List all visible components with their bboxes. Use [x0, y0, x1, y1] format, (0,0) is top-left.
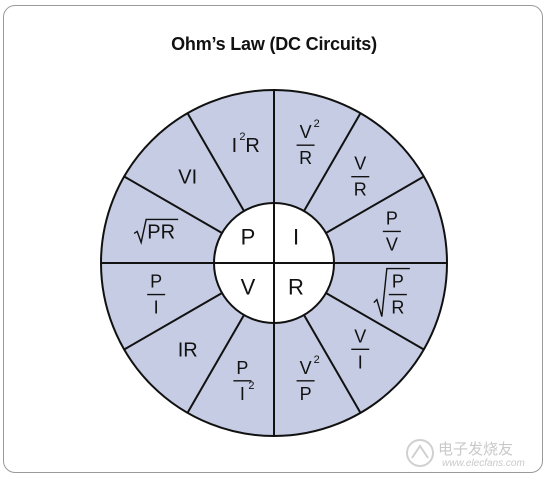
segment-divider [303, 314, 362, 414]
fraction-denominator: R [354, 180, 367, 200]
fraction-denominator: V [386, 234, 398, 254]
fraction-denominator: R [299, 148, 312, 168]
fraction-numerator: V [354, 154, 366, 174]
center-quantity-I: I [293, 225, 299, 250]
segment-label-IR: IR [178, 339, 198, 361]
watermark-text: 电子发烧友 [438, 440, 514, 458]
fraction-numerator: V [300, 358, 312, 378]
sqrt-sign [373, 267, 410, 317]
fraction-denominator: I [154, 298, 159, 318]
fraction-numerator: P [392, 272, 404, 292]
segment-text: PR [147, 221, 175, 243]
fraction-numerator: V [300, 122, 312, 142]
diagram-title: Ohm’s Law (DC Circuits) [171, 34, 377, 54]
center-quantity-P: P [241, 225, 256, 250]
segment-label-V-over-R: VR [351, 154, 370, 200]
segment-text: VI [178, 167, 197, 189]
watermark-subtext: www.elecfans.com [442, 458, 525, 469]
segment-label-sqrt-PR: PR [133, 218, 179, 245]
segment-divider [123, 175, 223, 234]
fraction-numerator: V [354, 326, 366, 346]
center-quantity-V: V [241, 275, 256, 300]
fraction-numerator: P [236, 358, 248, 378]
fraction-denominator: I [358, 352, 363, 372]
segment-text-after: R [245, 135, 259, 157]
segment-label-V-over-I: VI [351, 326, 370, 372]
center-quantity-R: R [288, 275, 304, 300]
segment-label-VI: VI [178, 167, 197, 189]
segment-label-sqrt-P-over-R: PR [373, 267, 410, 318]
watermark-logo-icon [406, 439, 434, 467]
fraction-numerator: P [150, 272, 162, 292]
segment-label-P-over-I: PI [147, 272, 166, 318]
segment-text: IR [178, 339, 198, 361]
fraction-denominator: I [240, 384, 245, 404]
numerator-superscript: 2 [314, 118, 320, 130]
segment-divider [186, 314, 245, 414]
segment-divider [325, 292, 425, 351]
divider-lines [101, 90, 447, 436]
segment-superscript: 2 [239, 131, 245, 143]
segment-divider [186, 112, 245, 212]
segment-text: I [232, 135, 238, 157]
sqrt-sign [133, 218, 179, 245]
segment-divider [325, 175, 425, 234]
center-circle-group: P I V R [213, 202, 335, 324]
fraction-numerator: P [386, 208, 398, 228]
segment-divider [303, 112, 362, 212]
fraction-denominator: R [391, 298, 404, 318]
denominator-superscript: 2 [248, 380, 254, 392]
segment-label-P-over-V: PV [382, 208, 401, 254]
fraction-denominator: P [300, 384, 312, 404]
segment-divider [123, 292, 223, 351]
numerator-superscript: 2 [314, 354, 320, 366]
